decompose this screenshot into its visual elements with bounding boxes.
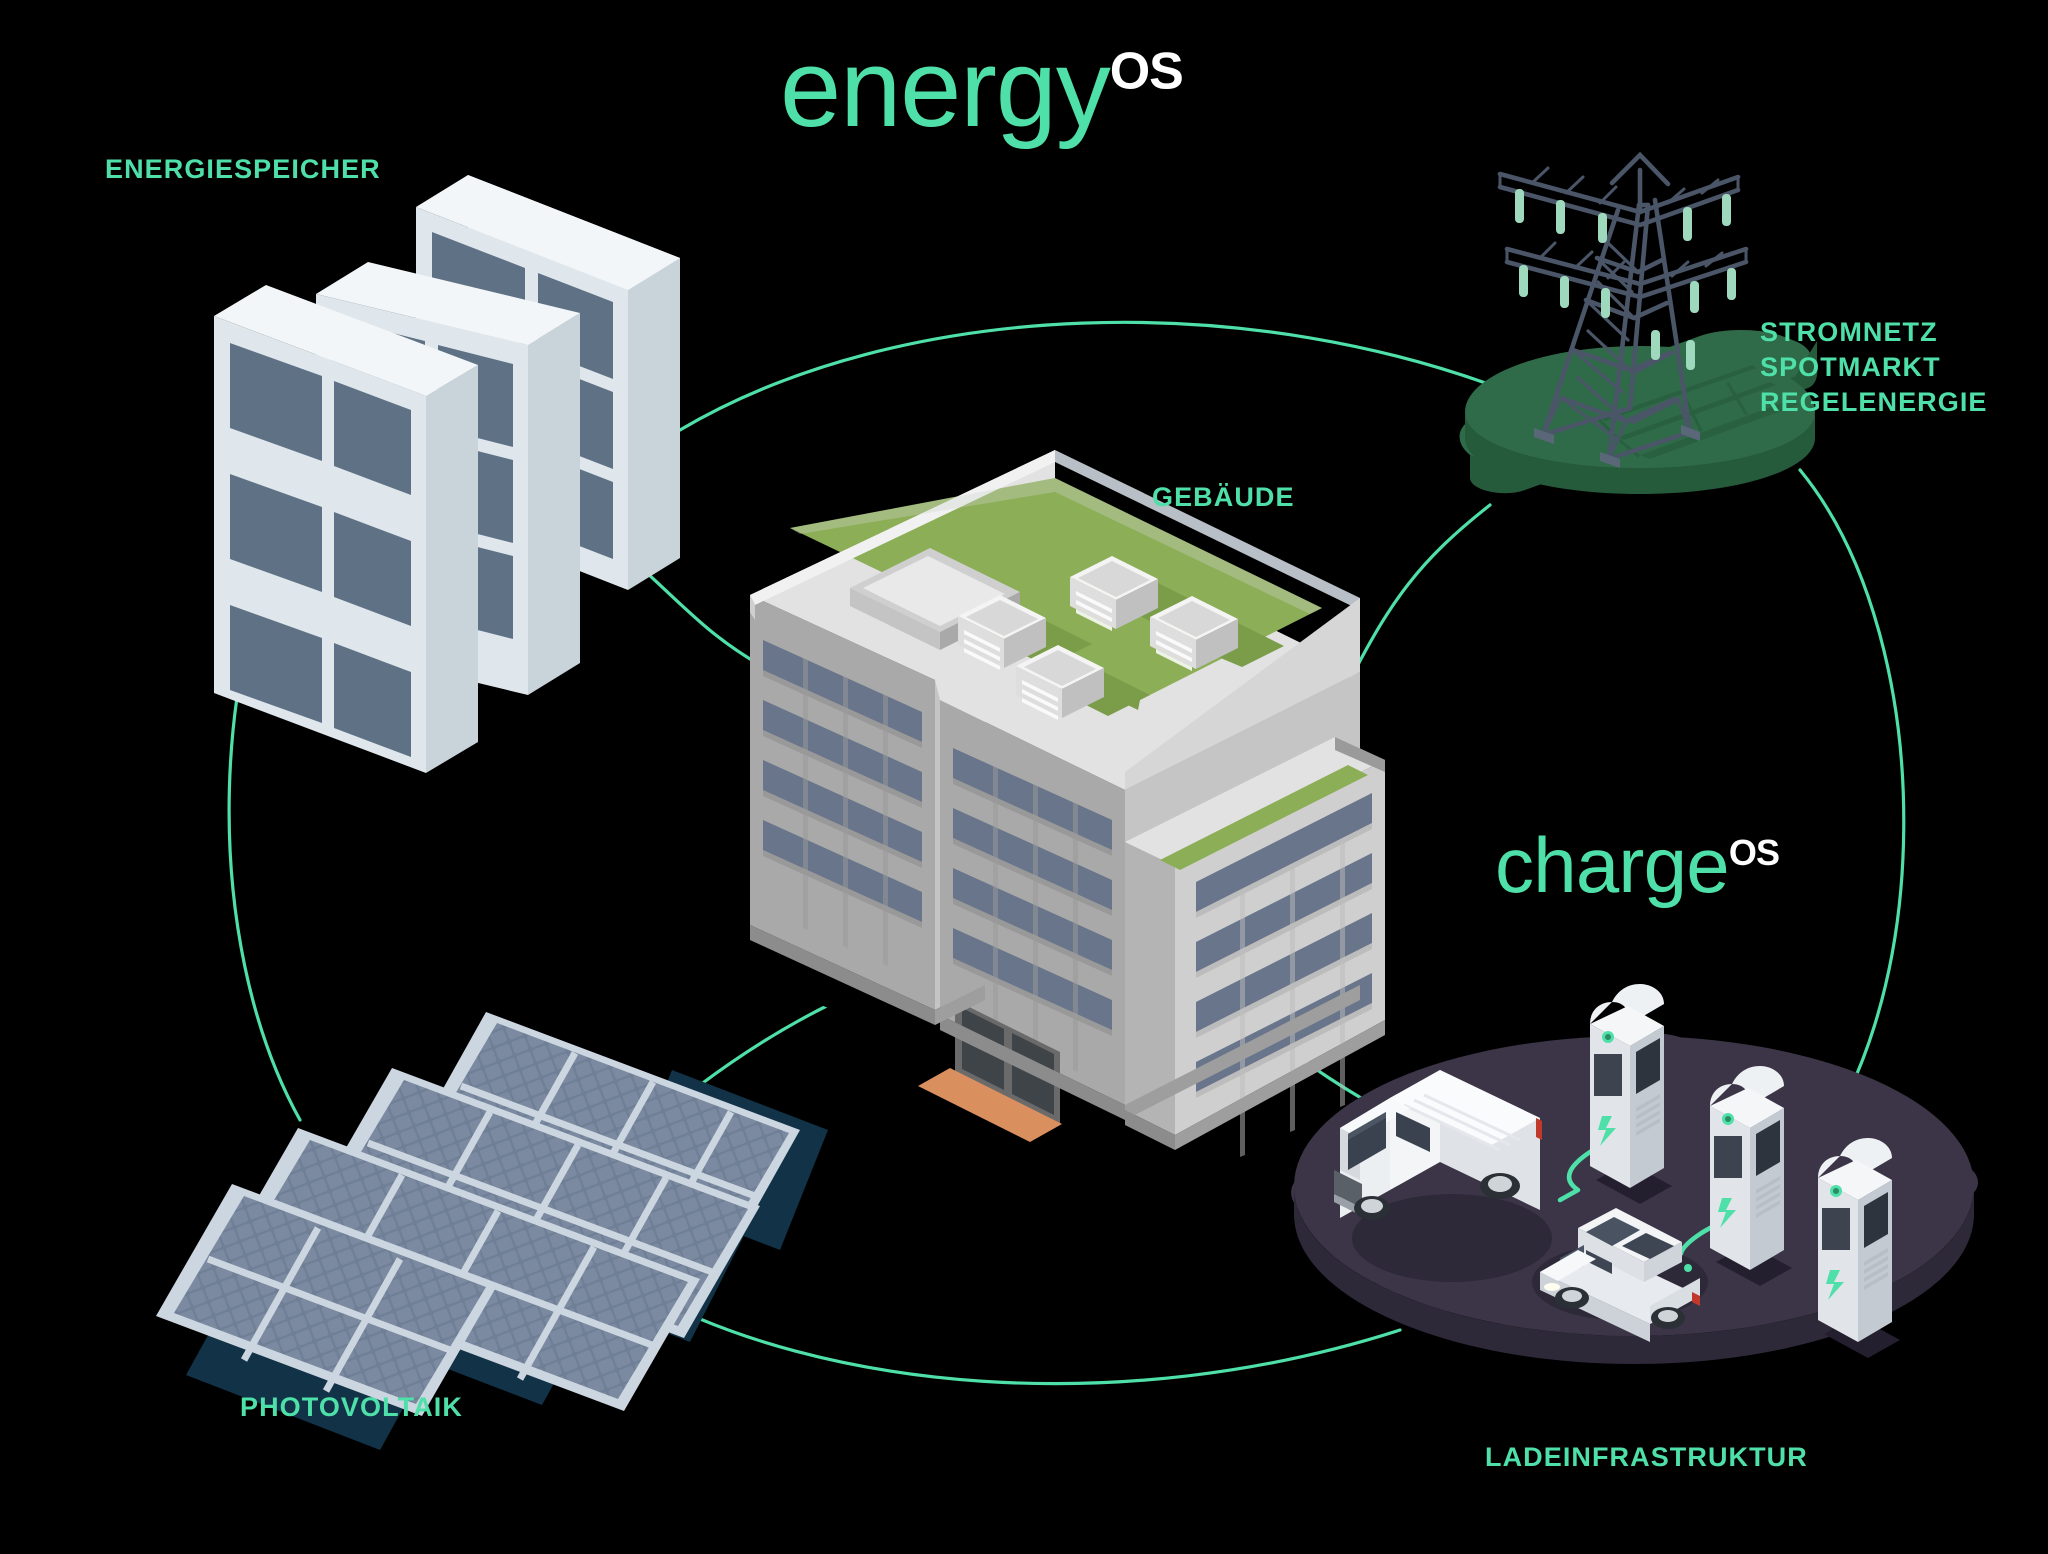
pylon-insulators	[1515, 189, 1736, 370]
label-photovoltaik: PHOTOVOLTAIK	[240, 1392, 463, 1422]
wing-right-side	[1175, 760, 1385, 1135]
brand-charge-os: chargeOS	[1495, 820, 1780, 911]
spoke-grid-building	[1343, 503, 1492, 692]
label-ladeinfrastruktur: LADEINFRASTRUKTUR	[1485, 1442, 1808, 1472]
brand-energy-word: energy	[780, 27, 1111, 150]
brand-charge-superscript: OS	[1728, 832, 1780, 873]
battery-rack-unit	[214, 285, 478, 773]
pylon-lattice	[1497, 151, 1749, 468]
brand-energy-os: energyOS	[780, 25, 1184, 152]
roof-hvac-units	[958, 556, 1284, 720]
wing-right-front	[1125, 842, 1175, 1135]
arc-storage-grid	[678, 320, 1532, 432]
arc-charging-pv	[638, 1288, 1402, 1386]
electric-car	[1532, 1208, 1708, 1342]
brand-energy-superscript: OS	[1109, 42, 1184, 101]
brand-charge-word: charge	[1495, 821, 1730, 909]
entrance-mat	[918, 1068, 1062, 1142]
solar-panel-row	[156, 1184, 498, 1416]
label-gebaeude: GEBÄUDE	[1152, 482, 1295, 512]
charging-station	[1590, 984, 1672, 1204]
label-stromnetz-spotmarkt-regelenergie: STROMNETZ SPOTMARKT REGELENERGIE	[1760, 317, 1988, 418]
charging-station	[1710, 1066, 1792, 1286]
charging-station	[1818, 1138, 1900, 1358]
delivery-van	[1334, 1070, 1552, 1282]
label-energiespeicher: ENERGIESPEICHER	[105, 154, 381, 184]
